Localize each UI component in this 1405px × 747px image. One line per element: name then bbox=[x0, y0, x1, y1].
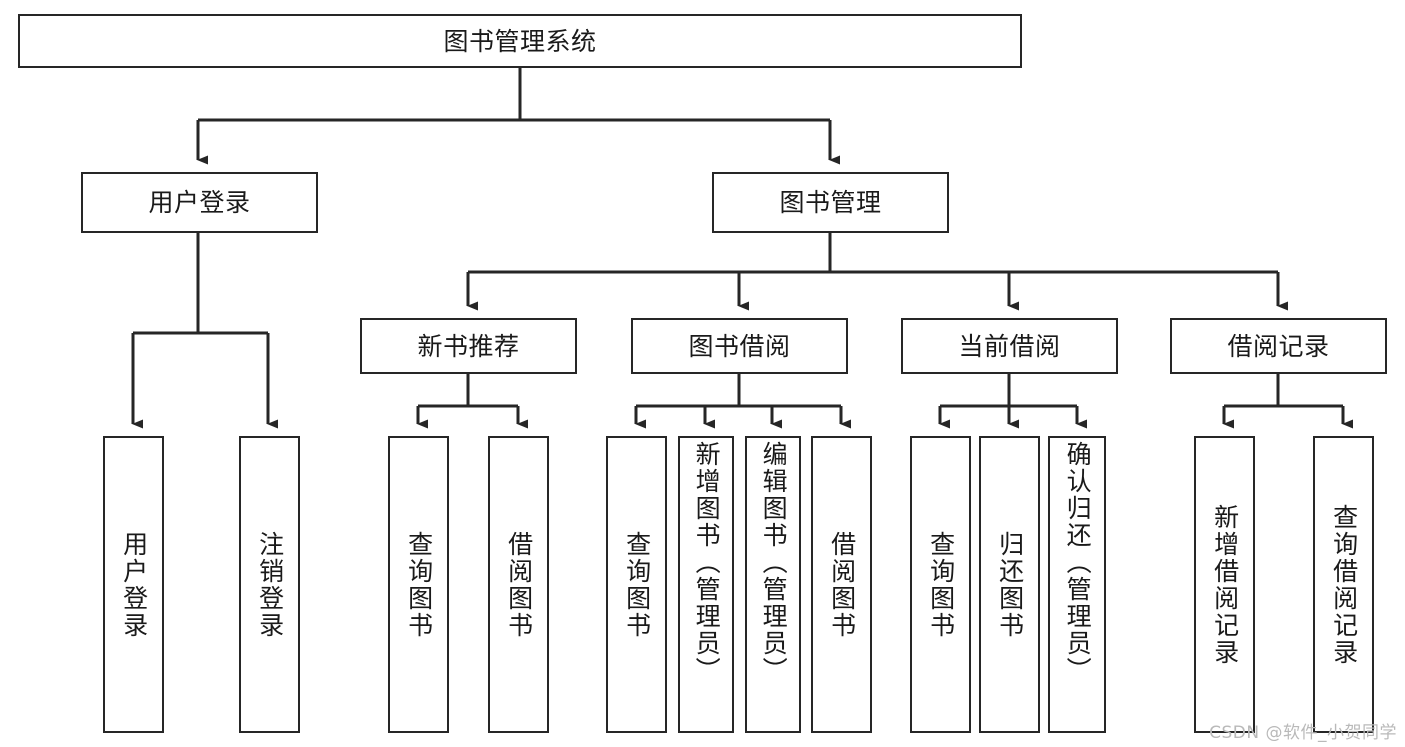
node-book-manage-label: 图书管理 bbox=[779, 188, 882, 217]
node-leaf-add-book[interactable]: 新增图书（管理员） bbox=[678, 436, 734, 733]
node-leaf-query-book-current-label: 查询图书 bbox=[926, 530, 956, 639]
node-leaf-user-login[interactable]: 用户登录 bbox=[103, 436, 164, 733]
node-leaf-logout[interactable]: 注销登录 bbox=[239, 436, 300, 733]
node-book-borrow[interactable]: 图书借阅 bbox=[631, 318, 848, 374]
node-leaf-user-login-label: 用户登录 bbox=[119, 530, 149, 639]
node-current-borrow-label: 当前借阅 bbox=[958, 331, 1061, 361]
node-new-book-recommend[interactable]: 新书推荐 bbox=[360, 318, 577, 374]
node-book-borrow-label: 图书借阅 bbox=[688, 331, 791, 361]
node-current-borrow[interactable]: 当前借阅 bbox=[901, 318, 1118, 374]
node-leaf-add-borrow-record[interactable]: 新增借阅记录 bbox=[1194, 436, 1255, 733]
node-root[interactable]: 图书管理系统 bbox=[18, 14, 1022, 68]
node-leaf-borrow-book-recommend[interactable]: 借阅图书 bbox=[488, 436, 549, 733]
node-leaf-confirm-return-label: 确认归还（管理员） bbox=[1063, 441, 1093, 684]
node-new-book-recommend-label: 新书推荐 bbox=[417, 331, 520, 361]
node-borrow-record-label: 借阅记录 bbox=[1227, 331, 1330, 361]
node-leaf-return-book[interactable]: 归还图书 bbox=[979, 436, 1040, 733]
node-leaf-query-book-recommend[interactable]: 查询图书 bbox=[388, 436, 449, 733]
node-user-login[interactable]: 用户登录 bbox=[81, 172, 318, 233]
node-leaf-query-book-recommend-label: 查询图书 bbox=[404, 530, 434, 639]
node-leaf-borrow-book-recommend-label: 借阅图书 bbox=[504, 530, 534, 639]
node-leaf-query-book-current[interactable]: 查询图书 bbox=[910, 436, 971, 733]
node-leaf-edit-book-label: 编辑图书（管理员） bbox=[759, 441, 789, 684]
node-root-label: 图书管理系统 bbox=[443, 26, 597, 56]
node-leaf-query-borrow-record[interactable]: 查询借阅记录 bbox=[1313, 436, 1374, 733]
node-leaf-borrow-book-label: 借阅图书 bbox=[827, 530, 857, 639]
node-leaf-edit-book[interactable]: 编辑图书（管理员） bbox=[745, 436, 801, 733]
node-leaf-confirm-return[interactable]: 确认归还（管理员） bbox=[1048, 436, 1106, 733]
node-leaf-logout-label: 注销登录 bbox=[255, 530, 285, 639]
node-user-login-label: 用户登录 bbox=[148, 188, 251, 217]
node-leaf-query-borrow-record-label: 查询借阅记录 bbox=[1329, 503, 1359, 666]
node-leaf-add-book-label: 新增图书（管理员） bbox=[692, 441, 722, 684]
node-leaf-query-book-borrow-label: 查询图书 bbox=[622, 530, 652, 639]
node-leaf-query-book-borrow[interactable]: 查询图书 bbox=[606, 436, 667, 733]
node-borrow-record[interactable]: 借阅记录 bbox=[1170, 318, 1387, 374]
node-leaf-add-borrow-record-label: 新增借阅记录 bbox=[1210, 503, 1240, 666]
node-leaf-return-book-label: 归还图书 bbox=[995, 530, 1025, 639]
node-leaf-borrow-book[interactable]: 借阅图书 bbox=[811, 436, 872, 733]
node-book-manage[interactable]: 图书管理 bbox=[712, 172, 949, 233]
